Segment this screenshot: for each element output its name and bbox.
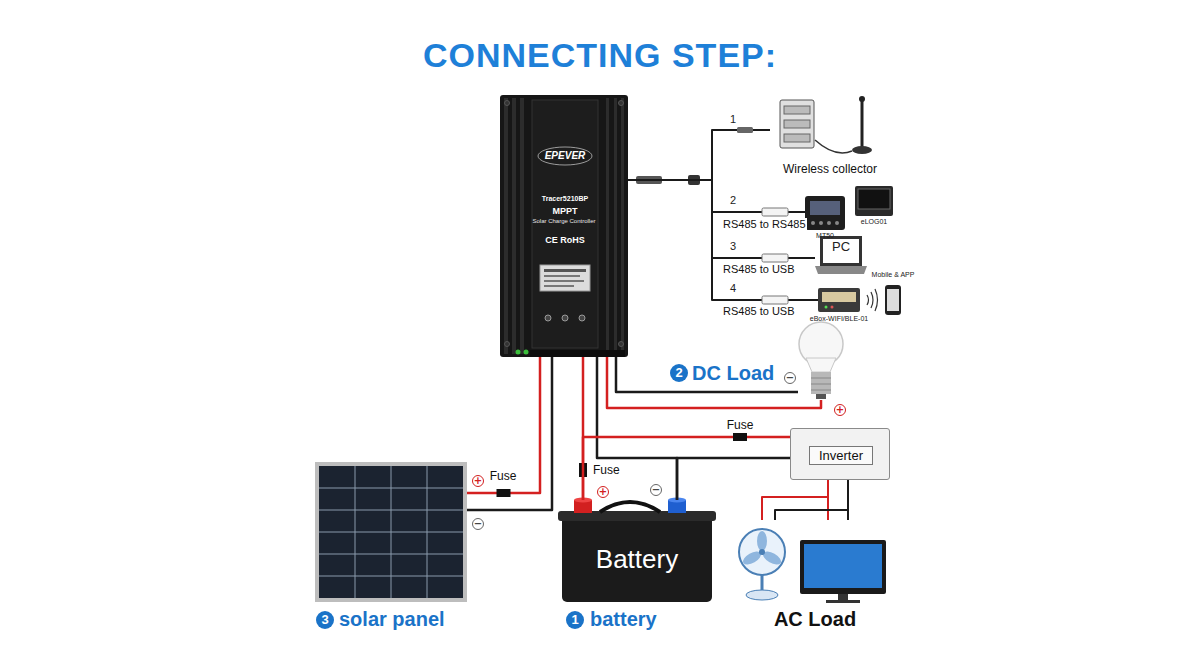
mt50-meter: MT50 bbox=[805, 196, 845, 230]
wire-line bbox=[628, 180, 805, 212]
node-text: EPEVER bbox=[532, 150, 598, 162]
dc-load-bulb: DC Load bbox=[798, 322, 844, 400]
row-number: 3 bbox=[730, 240, 736, 253]
wire-line bbox=[762, 497, 828, 520]
row-number: 1 bbox=[730, 113, 736, 126]
ebox-drawing bbox=[818, 288, 878, 312]
pc-laptop: PC bbox=[815, 236, 867, 276]
wire-connector bbox=[628, 127, 770, 185]
diagram-title: CONNECTING STEP: bbox=[0, 36, 1200, 75]
node-text: eBox-WIFI/BLE-01 bbox=[804, 315, 874, 323]
cable-label: RS485 to USB bbox=[722, 305, 796, 318]
wire-connector bbox=[628, 180, 815, 262]
node-text: DC Load bbox=[692, 362, 774, 385]
node-text: Tracer5210BP bbox=[532, 195, 598, 203]
bulb-drawing bbox=[799, 322, 843, 399]
polarity-sign: + bbox=[597, 486, 609, 498]
cable-plug bbox=[737, 127, 753, 133]
ac-load: AC Load bbox=[735, 520, 895, 608]
wire-line bbox=[467, 357, 552, 510]
elog-drawing bbox=[855, 186, 893, 216]
wire-line bbox=[467, 357, 540, 493]
polarity-sign: + bbox=[472, 475, 484, 487]
wire-line bbox=[827, 480, 829, 520]
node-text: MT50 bbox=[800, 232, 850, 240]
wireless-collector: Wireless collector bbox=[770, 95, 880, 150]
polarity-sign: − bbox=[784, 372, 796, 384]
wire-line bbox=[616, 357, 798, 392]
node-text: MPPT bbox=[532, 206, 598, 216]
fuse-label: Fuse bbox=[489, 469, 518, 483]
controller-housing bbox=[500, 95, 628, 357]
node-text: solar panel bbox=[339, 608, 445, 631]
node-text: AC Load bbox=[735, 608, 895, 631]
node-text: PC bbox=[815, 240, 867, 255]
node-text: battery bbox=[590, 608, 657, 631]
cable-label: RS485 to RS485 bbox=[722, 218, 807, 231]
mobile-phone: Mobile & APP bbox=[885, 285, 901, 315]
wire-line bbox=[597, 357, 677, 500]
elog-logger: eLOG01 bbox=[855, 186, 893, 216]
wire-connector bbox=[467, 357, 552, 510]
wire-connector bbox=[628, 180, 805, 216]
wire-connector bbox=[628, 180, 818, 304]
laptop-drawing bbox=[815, 236, 867, 274]
wire-line bbox=[677, 458, 790, 500]
fan-drawing bbox=[739, 529, 785, 600]
node-text: Wireless collector bbox=[780, 163, 880, 177]
callout-number: 1 bbox=[566, 611, 584, 629]
monitor-drawing bbox=[800, 540, 886, 603]
wire-line bbox=[628, 180, 815, 258]
solar-panel-drawing bbox=[315, 462, 467, 602]
cable-label: RS485 to USB bbox=[722, 263, 796, 276]
node-text: Solar Charge Controller bbox=[524, 218, 604, 225]
fuse-label: Fuse bbox=[726, 418, 755, 432]
row-number: 4 bbox=[730, 282, 736, 295]
polarity-sign: − bbox=[650, 484, 662, 496]
fuse-label: Fuse bbox=[592, 463, 621, 477]
phone-drawing bbox=[885, 285, 901, 315]
callout-number: 3 bbox=[316, 611, 334, 629]
battery: Batterybattery bbox=[562, 500, 712, 602]
wire-connector bbox=[607, 357, 821, 408]
solar-panel: solar panel bbox=[315, 462, 467, 602]
callout-number: 2 bbox=[670, 364, 688, 382]
polarity-sign: − bbox=[472, 518, 484, 530]
wire-line bbox=[628, 130, 770, 180]
wire-line bbox=[775, 510, 848, 520]
wire-line bbox=[628, 180, 818, 300]
node-text: Battery bbox=[562, 545, 712, 575]
inverter-box: Inverter bbox=[790, 428, 890, 480]
wire-line bbox=[583, 437, 790, 500]
ebox-module: eBox-WIFI/BLE-01 bbox=[818, 288, 860, 312]
node-text: eLOG01 bbox=[849, 218, 899, 226]
battery-drawing bbox=[558, 498, 716, 603]
wire-connector bbox=[579, 357, 677, 500]
converter-adapter bbox=[762, 296, 788, 304]
converter-adapter bbox=[762, 208, 788, 216]
wire-connector bbox=[762, 480, 848, 520]
polarity-sign: + bbox=[834, 404, 846, 416]
node-text: CE RoHS bbox=[532, 235, 598, 245]
node-text: Mobile & APP bbox=[863, 271, 923, 279]
wireless-collector-drawing bbox=[780, 96, 872, 154]
wire-connector bbox=[583, 433, 790, 500]
row-number: 2 bbox=[730, 194, 736, 207]
wire-line bbox=[607, 357, 821, 408]
fuse-symbol bbox=[733, 433, 747, 441]
charge-controller: EPEVER Tracer5210BP MPPT Solar Charge Contr… bbox=[500, 95, 628, 357]
converter-adapter bbox=[762, 254, 788, 262]
wire-line bbox=[847, 480, 849, 520]
node-text: Inverter bbox=[809, 446, 873, 465]
mt50-drawing bbox=[805, 196, 845, 230]
fuse-symbol bbox=[497, 489, 511, 497]
